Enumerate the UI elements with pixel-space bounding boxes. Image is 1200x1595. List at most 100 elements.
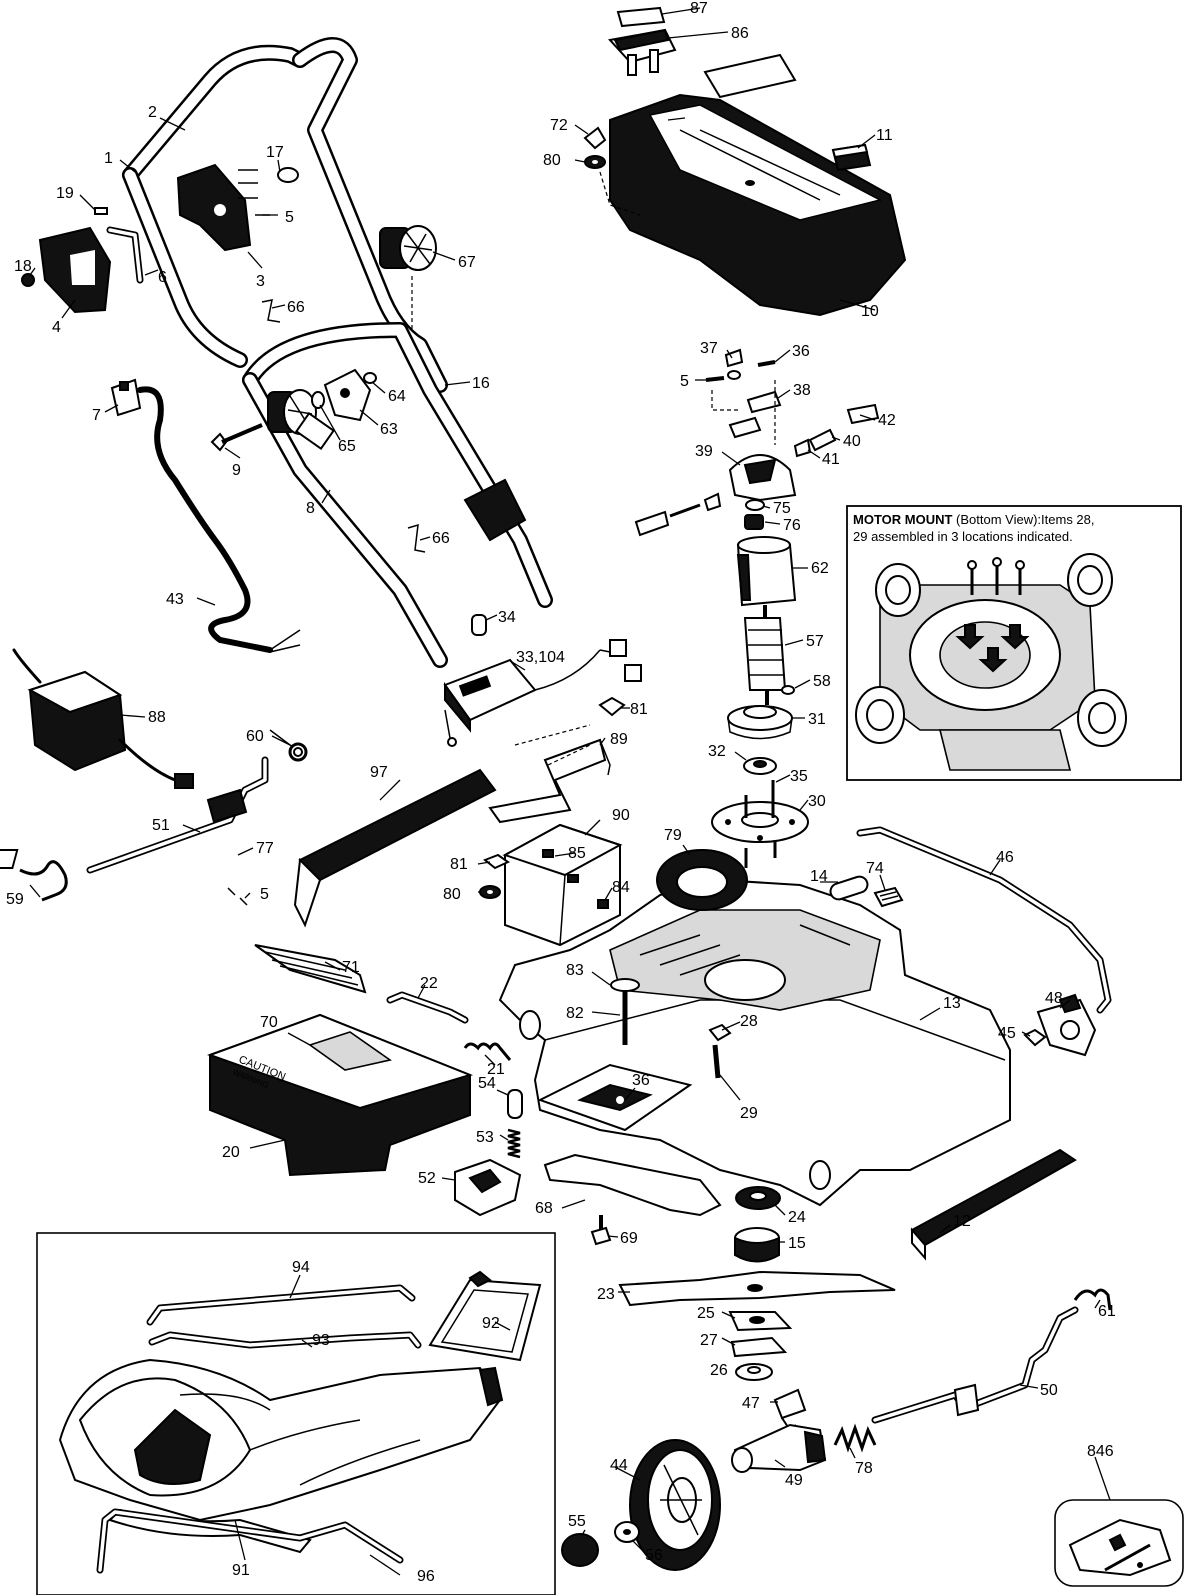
label-part-59: 59 bbox=[6, 891, 24, 908]
label-part-87: 87 bbox=[690, 0, 708, 17]
bushing bbox=[744, 514, 764, 530]
label-part-16: 16 bbox=[472, 375, 490, 392]
svg-text:MOTOR MOUNT (Bottom View):Item: MOTOR MOUNT (Bottom View):Items 28, bbox=[853, 512, 1095, 527]
height-adjust-rod bbox=[86, 756, 269, 874]
bearing bbox=[743, 757, 777, 775]
label-part-6: 6 bbox=[158, 269, 167, 286]
cord-clip bbox=[261, 299, 426, 553]
deck-bottom-view bbox=[879, 557, 1096, 771]
brush-holder bbox=[728, 416, 797, 502]
blade-nut bbox=[735, 1363, 773, 1381]
cutting-blade bbox=[618, 1270, 896, 1307]
label-part-75: 75 bbox=[773, 500, 791, 517]
bag-bottom-rod bbox=[96, 1508, 404, 1574]
motor-mount-inset: MOTOR MOUNT (Bottom View):Items 28, 29 a… bbox=[846, 505, 1182, 781]
label-part-5-motor: 5 bbox=[680, 373, 689, 390]
label-part-24: 24 bbox=[788, 1209, 806, 1226]
label-part-76: 76 bbox=[783, 517, 801, 534]
side-skirt bbox=[293, 768, 497, 928]
washer bbox=[584, 155, 606, 169]
torsion-spring bbox=[269, 729, 308, 762]
brush-spring bbox=[808, 428, 837, 452]
label-part-49: 49 bbox=[785, 1472, 803, 1489]
label-part-36-deck: 36 bbox=[632, 1072, 650, 1089]
mount-bolt bbox=[610, 978, 640, 1045]
label-part-18: 18 bbox=[14, 258, 32, 275]
hinge-rod bbox=[386, 991, 469, 1024]
label-part-78: 78 bbox=[855, 1460, 873, 1477]
label-part-4: 4 bbox=[52, 319, 61, 336]
label-part-89: 89 bbox=[610, 731, 628, 748]
label-part-80-cover: 80 bbox=[543, 152, 561, 169]
blade-plate bbox=[730, 1336, 788, 1358]
label-part-83: 83 bbox=[566, 962, 584, 979]
label-part-35: 35 bbox=[790, 768, 808, 785]
label-part-846: 846 bbox=[1087, 1443, 1114, 1460]
label-part-97: 97 bbox=[370, 764, 388, 781]
label-decal bbox=[703, 53, 797, 99]
label-part-34: 34 bbox=[498, 609, 516, 626]
label-part-48: 48 bbox=[1045, 990, 1063, 1007]
label-part-36-motor: 36 bbox=[792, 343, 810, 360]
label-part-84: 84 bbox=[612, 879, 630, 896]
label-part-44: 44 bbox=[610, 1457, 628, 1474]
power-cord bbox=[137, 386, 301, 653]
washer bbox=[745, 499, 765, 511]
cutter-hub bbox=[734, 1227, 780, 1263]
blade-adapter-bolt bbox=[590, 1215, 612, 1246]
label-part-90: 90 bbox=[612, 807, 630, 824]
label-part-86: 86 bbox=[731, 25, 749, 42]
washer bbox=[311, 391, 325, 409]
label-part-32: 32 bbox=[708, 743, 726, 760]
label-part-13: 13 bbox=[943, 995, 961, 1012]
support-bracket bbox=[488, 738, 611, 824]
label-part-38: 38 bbox=[793, 382, 811, 399]
washer bbox=[479, 885, 501, 899]
label-part-79: 79 bbox=[664, 827, 682, 844]
label-part-22: 22 bbox=[420, 975, 438, 992]
label-part-5-handle: 5 bbox=[285, 209, 294, 226]
knob-screw bbox=[277, 167, 299, 183]
label-part-85: 85 bbox=[568, 845, 586, 862]
axle-spring bbox=[833, 1423, 877, 1453]
lever-pin bbox=[106, 226, 144, 284]
axle-pin bbox=[829, 875, 869, 901]
hinge-spring bbox=[463, 1042, 512, 1061]
label-part-68: 68 bbox=[535, 1200, 553, 1217]
armature bbox=[743, 605, 787, 705]
battery-charger bbox=[12, 648, 194, 789]
discharge-chute-deflector: CAUTION WARNING bbox=[207, 1013, 474, 1177]
circuit-board bbox=[443, 639, 642, 747]
label-part-26: 26 bbox=[710, 1362, 728, 1379]
label-part-1: 1 bbox=[104, 150, 113, 167]
hex-nut bbox=[1023, 1028, 1047, 1047]
label-part-33-104: 33,104 bbox=[516, 649, 565, 666]
label-part-96: 96 bbox=[417, 1568, 435, 1585]
cover-plate bbox=[537, 1063, 693, 1132]
clamp-knob bbox=[323, 368, 372, 422]
bumper-pad bbox=[831, 143, 872, 172]
front-spring bbox=[1073, 1288, 1112, 1311]
label-part-21: 21 bbox=[487, 1061, 505, 1078]
leader-lines bbox=[29, 7, 1111, 1576]
brush-left bbox=[634, 492, 722, 537]
hardware-kit bbox=[1054, 1499, 1184, 1587]
label-part-28: 28 bbox=[740, 1013, 758, 1030]
motor-housing bbox=[736, 536, 797, 607]
label-part-20: 20 bbox=[222, 1144, 240, 1161]
nut bbox=[598, 696, 626, 717]
fan-hub bbox=[735, 1186, 781, 1210]
rear-rail bbox=[910, 1148, 1077, 1261]
screws bbox=[227, 887, 248, 906]
label-part-55: 55 bbox=[568, 1513, 586, 1530]
rear-wheel bbox=[656, 849, 748, 911]
label-part-40: 40 bbox=[843, 433, 861, 450]
label-part-46: 46 bbox=[996, 849, 1014, 866]
label-part-94: 94 bbox=[292, 1259, 310, 1276]
button-decal bbox=[616, 6, 666, 28]
plate bbox=[0, 849, 19, 869]
label-part-57: 57 bbox=[806, 633, 824, 650]
rear-axle-rod bbox=[856, 826, 1112, 1014]
small-clip bbox=[94, 207, 108, 215]
